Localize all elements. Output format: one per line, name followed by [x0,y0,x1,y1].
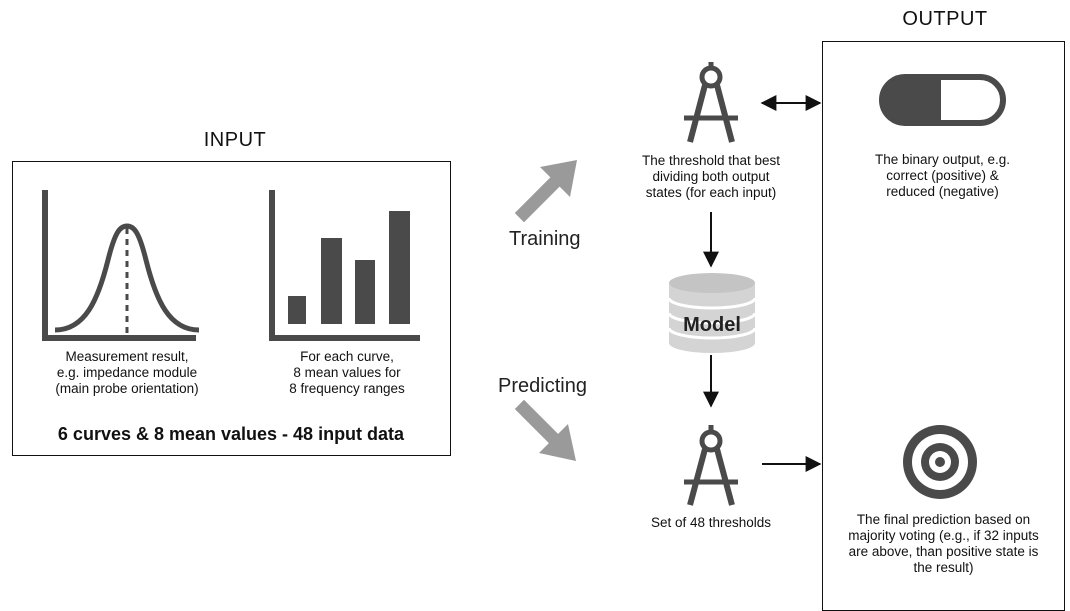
threshold-set-caption: Set of 48 thresholds [650,515,772,530]
input-summary: 6 curves & 8 mean values - 48 input data [57,424,405,444]
arrow-down-right-icon [514,399,576,461]
compass-icon [684,425,738,506]
arrow-up-right-icon [514,160,577,223]
input-heading: INPUT [203,129,267,151]
model-label: Model [683,314,741,336]
curve-caption: Measurement result, e.g. impedance modul… [28,349,226,397]
threshold-caption-line: dividing both output [652,169,770,184]
bell-curve-icon [42,190,200,341]
threshold-caption-line: The threshold that best [641,153,781,168]
bars-caption: For each curve, 8 mean values for 8 freq… [262,349,432,397]
bars-caption-line: 8 mean values for [293,365,401,380]
compass-icon [684,62,738,143]
final-caption-line: The final prediction based on [856,512,1031,527]
final-caption-line: are above, than positive state is [848,544,1039,559]
curve-caption-line: Measurement result, [65,349,189,364]
bars-caption-line: For each curve, [300,349,394,364]
target-icon [903,425,977,499]
binary-output-caption: The binary output, e.g. correct (positiv… [840,152,1045,200]
predicting-label: Predicting [498,375,587,397]
training-label: Training [509,228,581,250]
binary-caption-line: reduced (negative) [886,184,999,199]
toggle-icon [879,74,1006,126]
bar-chart-icon [269,190,420,341]
final-caption-line: majority voting (e.g., if 32 inputs [848,528,1039,543]
bars-caption-line: 8 frequency ranges [289,381,405,396]
database-icon [667,273,757,353]
binary-caption-line: The binary output, e.g. [874,152,1011,167]
threshold-caption-line: states (for each input) [645,185,777,200]
output-heading: OUTPUT [902,8,988,30]
curve-caption-line: (main probe orientation) [55,381,199,396]
input-panel [12,161,451,456]
final-caption-line: the result) [913,560,974,575]
final-prediction-caption: The final prediction based on majority v… [825,512,1062,576]
curve-caption-line: e.g. impedance module [56,365,198,380]
binary-caption-line: correct (positive) & [886,168,999,183]
threshold-caption: The threshold that best dividing both ou… [616,153,806,201]
